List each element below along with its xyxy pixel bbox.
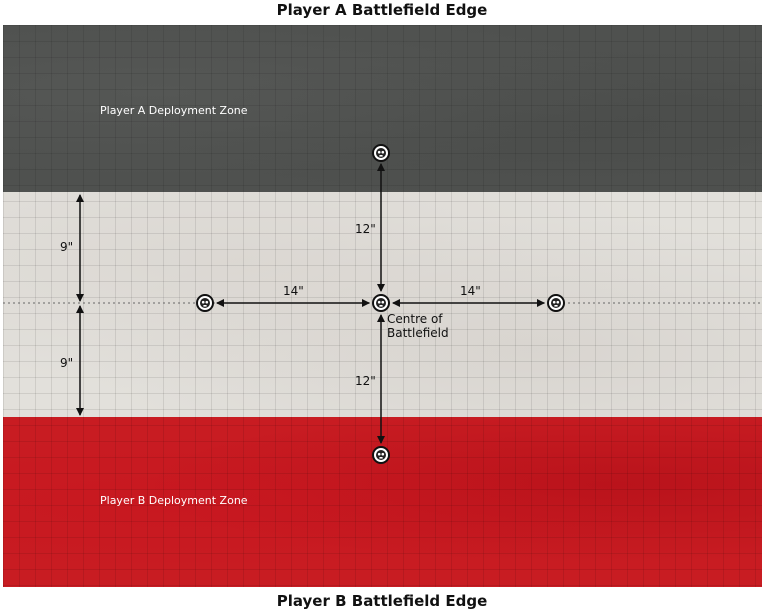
objective-centre-skull-icon <box>372 294 390 312</box>
battlefield-map: Player A Deployment Zone Player B Deploy… <box>3 25 762 587</box>
east-measure-label: 14" <box>460 284 481 298</box>
objective-north-skull-icon <box>372 144 390 162</box>
measurement-overlay: 12" 12" 14" 14" 9" 9" Centre of Battlefi… <box>3 144 762 464</box>
player-b-deployment-zone <box>3 417 762 587</box>
player-a-deployment-zone-label: Player A Deployment Zone <box>100 104 248 117</box>
centre-label-line-1: Centre of <box>387 312 443 326</box>
player-b-battlefield-edge-label: Player B Battlefield Edge <box>276 592 488 610</box>
south-measure-label: 12" <box>355 374 376 388</box>
upper-left-measure-label: 9" <box>60 240 73 254</box>
north-measure-label: 12" <box>355 222 376 236</box>
player-a-battlefield-edge-label: Player A Battlefield Edge <box>276 1 488 19</box>
objective-south-skull-icon <box>372 446 390 464</box>
objective-west-skull-icon <box>196 294 214 312</box>
player-a-deployment-zone <box>3 25 762 192</box>
player-b-deployment-zone-label: Player B Deployment Zone <box>100 494 248 507</box>
west-measure-label: 14" <box>283 284 304 298</box>
objective-east-skull-icon <box>547 294 565 312</box>
centre-label-line-2: Battlefield <box>387 326 449 340</box>
lower-left-measure-label: 9" <box>60 356 73 370</box>
